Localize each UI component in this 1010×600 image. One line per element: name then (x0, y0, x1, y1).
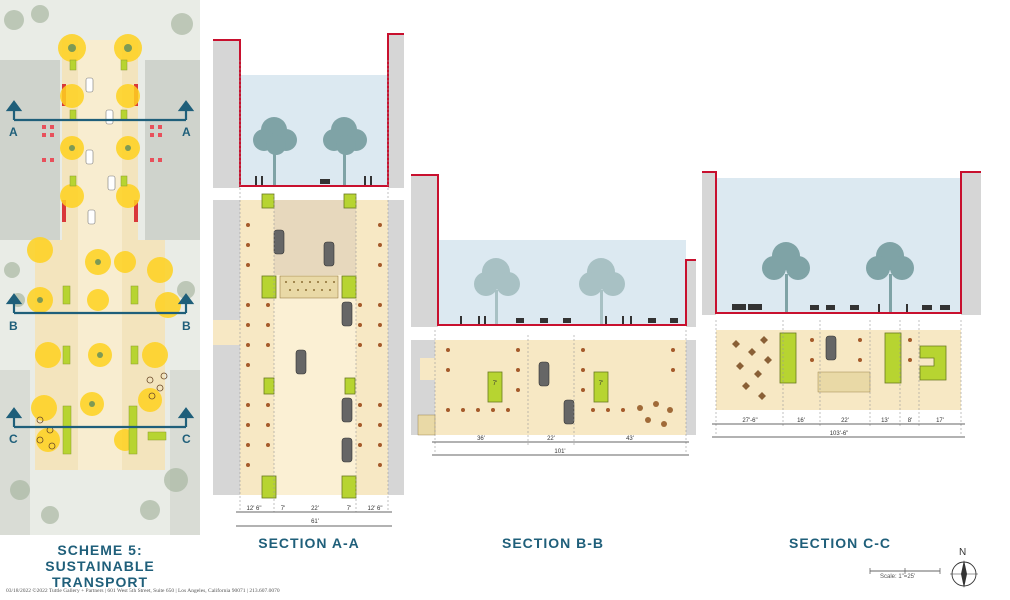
north-arrow-icon: N (950, 547, 978, 588)
section-a-drawing: 12' 6" 7' 22' 7' 12' 6" 61' (213, 33, 404, 527)
scheme-title-line3: TRANSPORT (51, 574, 149, 590)
section-a-dim-3: 22' (311, 506, 319, 512)
section-a-total: 61' (311, 519, 319, 525)
footer-text: 03/18/2022 ©2022 Tuttle Gallery + Partne… (6, 588, 280, 594)
section-c-dim-3: 22' (841, 418, 849, 424)
section-b-total: 101' (554, 449, 565, 455)
section-b-dim-2: 22' (547, 436, 555, 442)
marker-c-right: C (182, 432, 191, 446)
scheme-title: SCHEME 5: SUSTAINABLE TRANSPORT (20, 542, 180, 590)
section-c-dim-5: 8' (908, 418, 912, 424)
section-a-dim-1: 12' 6" (247, 506, 262, 512)
section-c-title: SECTION C-C (789, 535, 891, 551)
scheme-plan: A A B B C C (0, 0, 200, 535)
section-c-dim-1: 27'-6" (742, 418, 757, 424)
marker-b-left: B (9, 319, 18, 333)
scale-label: Scale: 1"=25' (880, 574, 916, 580)
north-label: N (959, 547, 966, 558)
section-a-dim-4: 7' (347, 506, 351, 512)
marker-b-right: B (182, 319, 191, 333)
section-c-dim-4: 13' (881, 418, 889, 424)
section-c-dim-6: 17' (936, 418, 944, 424)
section-c-dim-2: 16' (797, 418, 805, 424)
scheme-title-line2: SUSTAINABLE (45, 558, 155, 574)
section-b-inner-2: 7' (599, 381, 603, 387)
scheme-title-line1: SCHEME 5: (57, 542, 143, 558)
marker-a-right: A (182, 125, 191, 139)
section-b-dim-1: 36' (477, 436, 485, 442)
marker-c-left: C (9, 432, 18, 446)
section-b-title: SECTION B-B (502, 535, 604, 551)
section-c-drawing: 27'-6" 16' 22' 13' 8' 17' 103'-6" (702, 171, 981, 438)
scale-bar (869, 568, 941, 574)
section-b-drawing: 7' 7' 36' 22' 43' 101' (411, 174, 696, 456)
section-b-inner-1: 7' (493, 381, 497, 387)
section-a-title: SECTION A-A (258, 535, 360, 551)
section-a-dim-5: 12' 6" (368, 506, 383, 512)
section-b-dim-3: 43' (626, 436, 634, 442)
marker-a-left: A (9, 125, 18, 139)
section-c-total: 103'-6" (830, 431, 849, 437)
section-a-dim-2: 7' (281, 506, 285, 512)
